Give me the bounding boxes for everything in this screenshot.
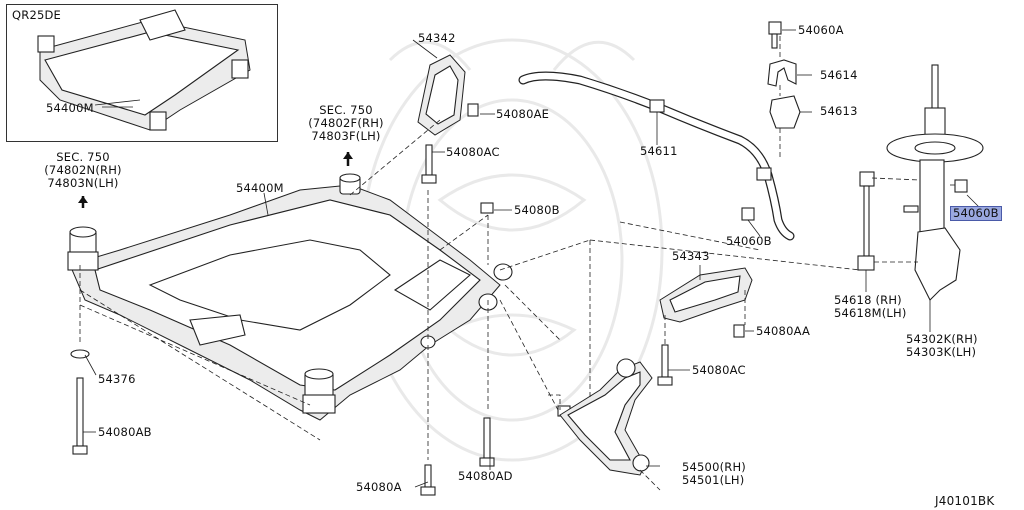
sec750-center-title[interactable]: SEC. 750 bbox=[319, 103, 373, 117]
part-label-54080AD[interactable]: 54080AD bbox=[458, 469, 513, 483]
diagram-id: J40101BK bbox=[935, 494, 995, 508]
bracket-54342-drawing bbox=[417, 54, 466, 136]
strut-drawing bbox=[886, 64, 984, 301]
dashed-guides bbox=[79, 36, 958, 491]
part-label-54376[interactable]: 54376 bbox=[98, 372, 136, 386]
part-label-54080AA[interactable]: 54080AA bbox=[756, 324, 811, 338]
part-label-54343[interactable]: 54343 bbox=[672, 249, 710, 263]
leader-lines bbox=[78, 29, 983, 488]
sec750-left-lh[interactable]: 74803N(LH) bbox=[47, 176, 119, 190]
stabilizer-bushing-drawing bbox=[767, 21, 801, 129]
part-label-54613[interactable]: 54613 bbox=[820, 104, 858, 118]
watermark-emblem bbox=[360, 38, 664, 462]
subframe-drawing bbox=[67, 173, 513, 421]
part-label-54080AC-top[interactable]: 54080AC bbox=[446, 145, 500, 159]
part-label-54060B-link[interactable]: 54060B bbox=[726, 234, 772, 248]
part-label-54060B-strut-highlighted[interactable]: 54060B bbox=[950, 206, 1002, 221]
part-label-54060A[interactable]: 54060A bbox=[798, 23, 844, 37]
part-label-54080A[interactable]: 54080A bbox=[356, 480, 402, 494]
part-label-54614[interactable]: 54614 bbox=[820, 68, 858, 82]
inset-part-label: 54400M bbox=[46, 101, 94, 115]
bolts-drawing bbox=[70, 103, 745, 496]
sec750-left-rh[interactable]: (74802N(RH) bbox=[44, 163, 122, 177]
sec750-center-rh[interactable]: (74802F(RH) bbox=[308, 116, 384, 130]
part-label-54501-lh[interactable]: 54501(LH) bbox=[682, 473, 745, 487]
part-label-54611[interactable]: 54611 bbox=[640, 144, 678, 158]
inset-frame bbox=[6, 4, 278, 142]
sec750-left-title[interactable]: SEC. 750 bbox=[56, 150, 110, 164]
part-label-54618M-lh[interactable]: 54618M(LH) bbox=[834, 306, 907, 320]
part-label-54302K-rh[interactable]: 54302K(RH) bbox=[906, 332, 978, 346]
lower-arm-drawing bbox=[559, 358, 653, 476]
part-label-54618-rh[interactable]: 54618 (RH) bbox=[834, 293, 902, 307]
part-label-54342[interactable]: 54342 bbox=[418, 31, 456, 45]
part-label-54400M[interactable]: 54400M bbox=[236, 181, 284, 195]
sec750-center-lh[interactable]: 74803F(LH) bbox=[311, 129, 381, 143]
part-label-54500-rh[interactable]: 54500(RH) bbox=[682, 460, 746, 474]
stabilizer-link-drawing bbox=[857, 171, 875, 271]
part-label-54303K-lh[interactable]: 54303K(LH) bbox=[906, 345, 977, 359]
part-label-54080B-mid[interactable]: 54080B bbox=[514, 203, 560, 217]
part-label-54080AC-low[interactable]: 54080AC bbox=[692, 363, 746, 377]
stabilizer-bar-drawing bbox=[518, 71, 795, 241]
bracket-54343-drawing bbox=[659, 267, 753, 323]
inset-crossmember-drawing bbox=[37, 9, 251, 131]
part-label-54080AB[interactable]: 54080AB bbox=[98, 425, 152, 439]
engine-code-label: QR25DE bbox=[12, 8, 61, 22]
part-label-54080AE[interactable]: 54080AE bbox=[496, 107, 550, 121]
